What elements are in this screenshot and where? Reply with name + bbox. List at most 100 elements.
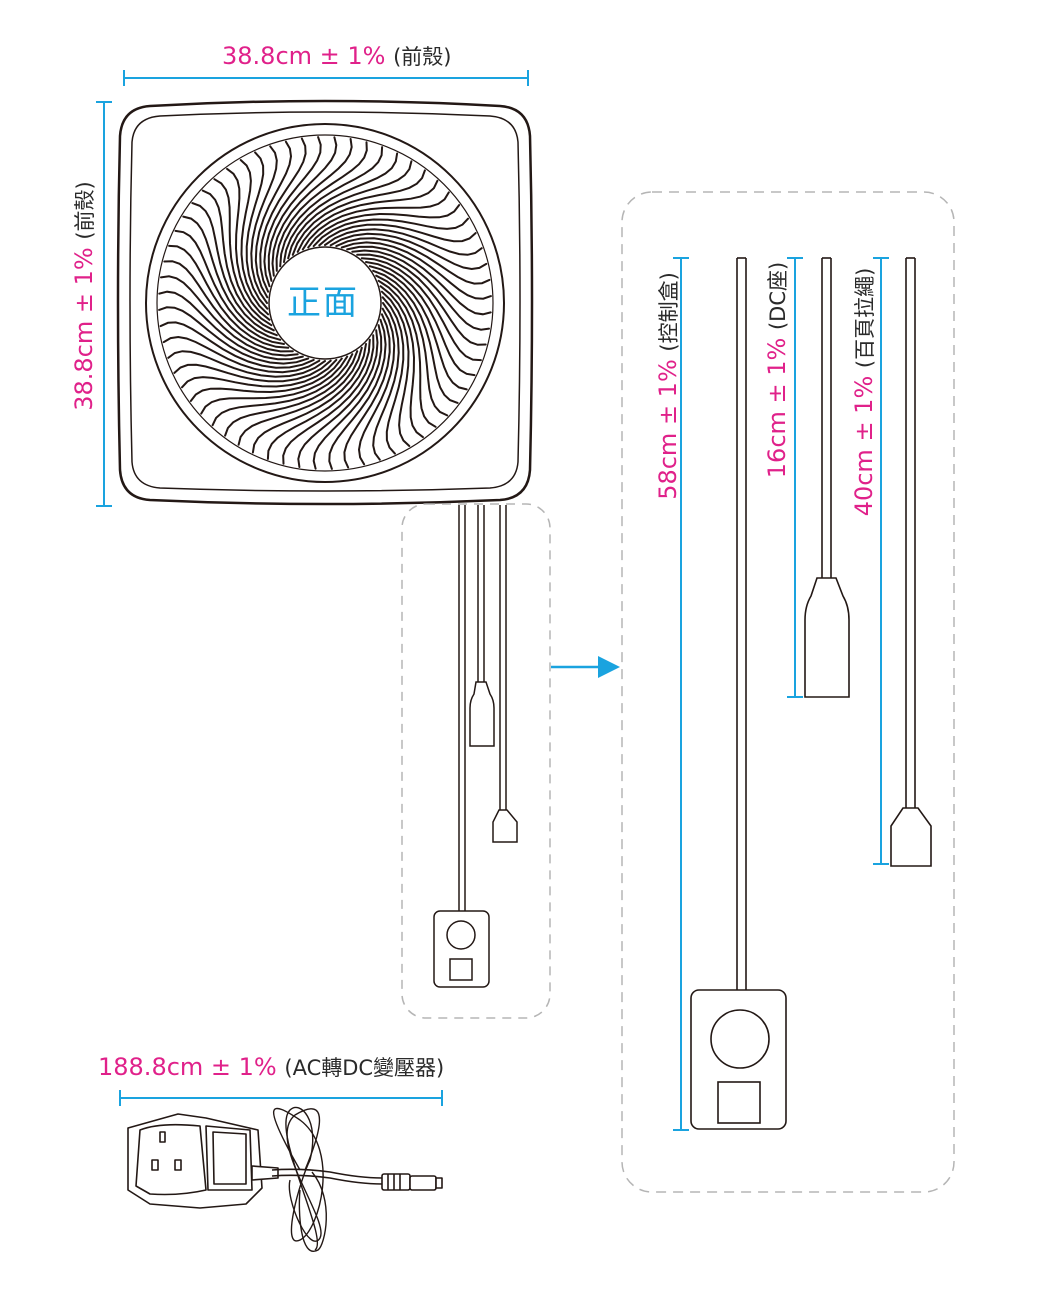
front-shell-width-value: 38.8cm ± 1% bbox=[222, 42, 386, 70]
fan-blade-line bbox=[245, 151, 269, 310]
fan-blade-line bbox=[224, 350, 359, 437]
fan-blade-line bbox=[173, 359, 332, 383]
large-cable-group bbox=[690, 257, 932, 1130]
fan-blade-line bbox=[377, 279, 437, 428]
front-shell-height-value: 38.8cm ± 1% bbox=[70, 247, 98, 411]
fan-blade-line bbox=[158, 306, 310, 365]
fan-blade-line bbox=[328, 318, 387, 470]
fan-blade-line bbox=[307, 204, 461, 249]
small-cable-group bbox=[433, 505, 518, 988]
fan-blade-line bbox=[279, 146, 384, 268]
fan-blade-line bbox=[182, 215, 282, 341]
fan-blade-line bbox=[379, 285, 424, 439]
control-box-cable-label: 58cm ± 1% (控制盒) bbox=[654, 246, 682, 526]
fan-blade-line bbox=[283, 152, 399, 263]
fan-blade-line bbox=[163, 260, 294, 353]
fan-blade-line bbox=[181, 358, 338, 389]
fan-blade-line bbox=[360, 257, 482, 362]
fan-blade-line bbox=[357, 307, 396, 466]
fan-blade-line bbox=[239, 159, 270, 316]
fan-blade-line bbox=[159, 321, 315, 369]
fan-blade-line bbox=[174, 229, 285, 345]
fan-blade-line bbox=[263, 136, 322, 288]
fan-blade-line bbox=[266, 338, 371, 460]
fan-icon bbox=[116, 99, 534, 506]
front-shell-width-dimension-line bbox=[123, 70, 529, 86]
front-shell-height-note: (前殼) bbox=[73, 181, 97, 240]
fan-blade-line bbox=[312, 217, 469, 248]
adapter-cable-note: (AC轉DC變壓器) bbox=[284, 1056, 445, 1080]
fan-blade-line bbox=[291, 169, 426, 256]
fan-blade-line bbox=[251, 343, 367, 454]
louver-pull-tab-large-icon bbox=[890, 807, 932, 867]
fan-blade-line bbox=[250, 145, 278, 304]
fan-face-label: 正面 bbox=[287, 283, 359, 323]
adapter-cable-value: 188.8cm ± 1% bbox=[98, 1053, 277, 1081]
fan-blade-line bbox=[368, 265, 468, 391]
fan-blade-line bbox=[254, 140, 293, 299]
adapter-dimension-line bbox=[119, 1090, 443, 1106]
dc-socket-plug-icon bbox=[469, 681, 495, 747]
fan-blade-line bbox=[168, 244, 290, 349]
fan-blade-line bbox=[365, 261, 476, 377]
front-shell-height-label: 38.8cm ± 1% (前殼) bbox=[70, 156, 98, 436]
fan-blade-line bbox=[329, 232, 488, 271]
fan-blade-line bbox=[200, 355, 349, 415]
adapter-cable-label: 188.8cm ± 1% (AC轉DC變壓器) bbox=[98, 1055, 444, 1079]
fan-blade-line bbox=[167, 350, 326, 378]
control-box-cable-value: 58cm ± 1% bbox=[654, 359, 682, 500]
fan-blade-line bbox=[372, 302, 400, 461]
fan-blade-line bbox=[213, 178, 273, 327]
fan-blade-line bbox=[160, 275, 299, 357]
control-box-large-icon bbox=[690, 989, 787, 1130]
fan-blade-line bbox=[189, 357, 343, 402]
dc-socket-cable-value: 16cm ± 1% bbox=[763, 337, 791, 479]
fan-blade-line bbox=[343, 313, 391, 469]
fan-blade-line bbox=[301, 191, 450, 251]
dc-socket-plug-large-icon bbox=[804, 577, 850, 698]
fan-blade-line bbox=[287, 160, 413, 260]
ac-dc-adapter-icon bbox=[127, 1106, 443, 1252]
fan-blade-line bbox=[158, 290, 304, 361]
fan-blade-line bbox=[324, 228, 483, 256]
fan-blade-line bbox=[346, 245, 492, 316]
fan-blade-line bbox=[340, 241, 492, 300]
louver-pull-tab-icon bbox=[492, 809, 518, 843]
fan-blade-line bbox=[237, 346, 363, 446]
fan-grille-blades bbox=[158, 136, 492, 470]
fan-blade-line bbox=[267, 136, 338, 282]
front-shell-height-dimension-line bbox=[96, 101, 112, 507]
fan-blade-line bbox=[372, 269, 459, 404]
fan-blade-line bbox=[259, 137, 307, 293]
fan-blade-line bbox=[191, 202, 278, 337]
control-box-icon bbox=[433, 910, 490, 988]
fan-blade-line bbox=[211, 353, 354, 427]
fan-blade-line bbox=[312, 324, 383, 470]
cable-group-dashed-box bbox=[401, 503, 551, 1019]
fan-blade-line bbox=[380, 290, 411, 447]
fan-blade-line bbox=[351, 249, 490, 331]
fan-blade-line bbox=[335, 237, 491, 285]
louver-cable-value: 40cm ± 1% bbox=[850, 375, 878, 517]
fan-blade-line bbox=[282, 334, 375, 465]
fan-blade-line bbox=[226, 167, 271, 321]
fan-blade-line bbox=[375, 274, 449, 417]
fan-blade-line bbox=[381, 296, 405, 455]
louver-cable-note: (百頁拉繩) bbox=[853, 267, 877, 369]
fan-blade-line bbox=[201, 189, 275, 332]
fan-blade-line bbox=[296, 179, 439, 253]
control-box-cable-note: (控制盒) bbox=[657, 272, 681, 352]
cable-dimension-lines bbox=[673, 257, 889, 1131]
fan-blade-line bbox=[275, 141, 368, 272]
front-shell-width-note: (前殼) bbox=[393, 45, 452, 69]
front-shell-width-label: 38.8cm ± 1% (前殼) bbox=[222, 44, 451, 68]
fan-blade-line bbox=[271, 138, 353, 277]
arrow-right-icon bbox=[551, 656, 620, 678]
fan-blade-line bbox=[162, 335, 321, 374]
fan-blade-line bbox=[297, 329, 379, 468]
dc-socket-cable-note: (DC座) bbox=[766, 261, 790, 331]
louver-cable-label: 40cm ± 1% (百頁拉繩) bbox=[850, 232, 878, 552]
dc-socket-cable-label: 16cm ± 1% (DC座) bbox=[763, 230, 791, 510]
fan-blade-line bbox=[356, 253, 487, 346]
